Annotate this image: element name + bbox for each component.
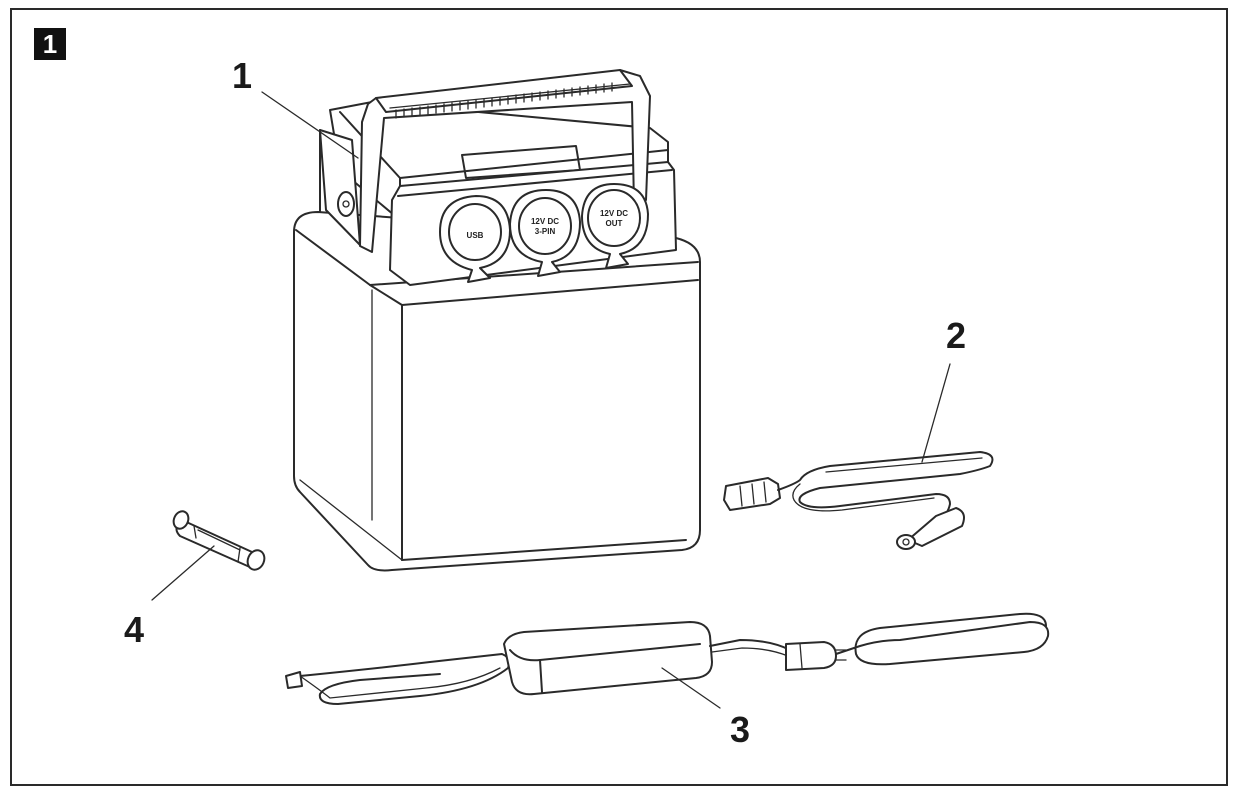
fuse (172, 510, 266, 571)
leader-line-4 (151, 545, 215, 601)
12v-out-socket: 12V DC OUT (581, 183, 649, 269)
callout-2: 2 (946, 315, 967, 356)
12v-out-socket-label-2: OUT (606, 219, 623, 228)
12v-out-socket-label-1: 12V DC (600, 209, 628, 218)
callout-4: 4 (124, 609, 145, 650)
leader-line-2 (921, 363, 951, 463)
usb-socket-label: USB (467, 231, 484, 240)
callout-3: 3 (730, 709, 751, 750)
leader-line-3 (661, 667, 721, 709)
12v-3pin-socket-label-2: 3-PIN (535, 227, 556, 236)
12v-cable (723, 451, 994, 550)
figure-number-badge: 1 (34, 28, 66, 60)
12v-3pin-socket-label-1: 12V DC (531, 217, 559, 226)
leader-lines (151, 91, 951, 709)
battery-box: USB 12V DC 3-PIN 12V DC OUT (293, 69, 701, 572)
usb-socket: USB (439, 195, 511, 283)
ac-adapter (285, 612, 1050, 705)
12v-3pin-socket: 12V DC 3-PIN (509, 189, 581, 277)
leader-line-1 (261, 91, 359, 159)
callout-1: 1 (232, 55, 253, 96)
figure-frame (10, 8, 1228, 786)
